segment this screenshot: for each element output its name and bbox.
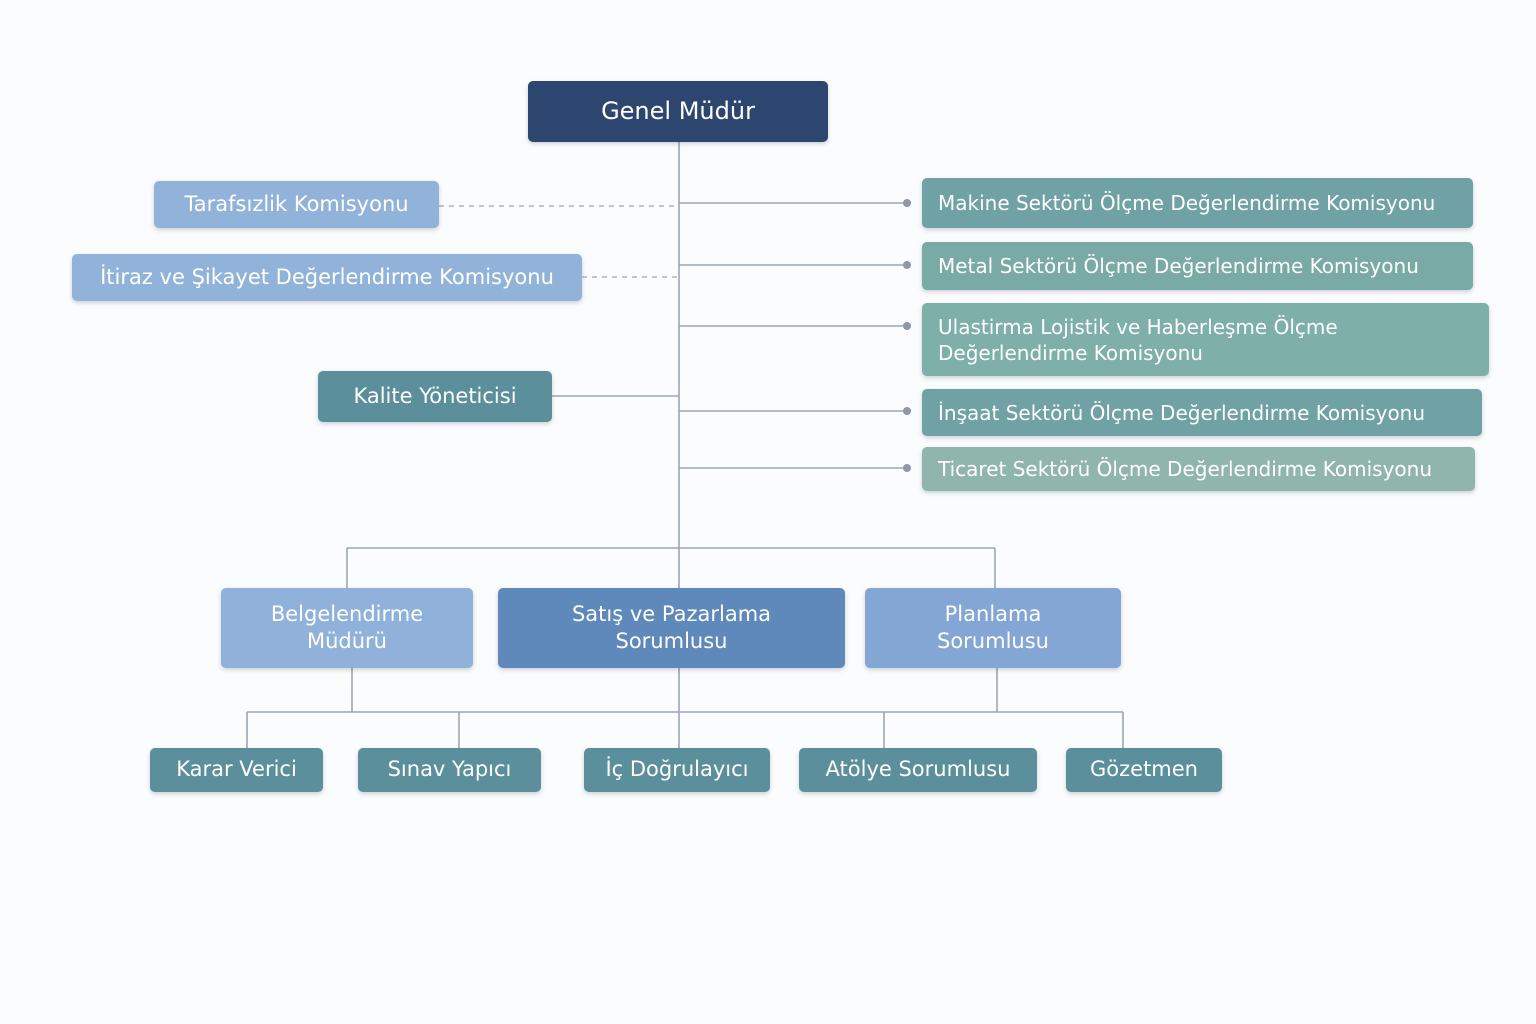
node-kalite-yoneticisi: Kalite Yöneticisi	[318, 371, 552, 422]
connector-dot-5	[903, 464, 911, 472]
node-insaat-komisyonu: İnşaat Sektörü Ölçme Değerlendirme Komis…	[922, 389, 1482, 436]
node-itiraz-sikayet-komisyonu: İtiraz ve Şikayet Değerlendirme Komisyon…	[72, 254, 582, 301]
node-belgelendirme-muduru: Belgelendirme Müdürü	[221, 588, 473, 668]
node-sinav-yapici: Sınav Yapıcı	[358, 748, 541, 792]
node-ulastirma-komisyonu: Ulastirma Lojistik ve Haberleşme Ölçme D…	[922, 303, 1489, 376]
connector-dot-2	[903, 261, 911, 269]
node-genel-mudur: Genel Müdür	[528, 81, 828, 142]
node-makine-komisyonu: Makine Sektörü Ölçme Değerlendirme Komis…	[922, 178, 1473, 228]
node-karar-verici: Karar Verici	[150, 748, 323, 792]
connector-dot-1	[903, 199, 911, 207]
connector-dot-4	[903, 407, 911, 415]
node-planlama-sorumlusu: Planlama Sorumlusu	[865, 588, 1121, 668]
node-ticaret-komisyonu: Ticaret Sektörü Ölçme Değerlendirme Komi…	[922, 447, 1475, 491]
node-tarafsizlik-komisyonu: Tarafsızlik Komisyonu	[154, 181, 439, 228]
node-satis-pazarlama-sorumlusu: Satış ve Pazarlama Sorumlusu	[498, 588, 845, 668]
node-atolye-sorumlusu: Atölye Sorumlusu	[799, 748, 1037, 792]
node-metal-komisyonu: Metal Sektörü Ölçme Değerlendirme Komisy…	[922, 242, 1473, 290]
node-gozetmen: Gözetmen	[1066, 748, 1222, 792]
connector-dot-3	[903, 322, 911, 330]
node-ic-dogrulayici: İç Doğrulayıcı	[584, 748, 770, 792]
